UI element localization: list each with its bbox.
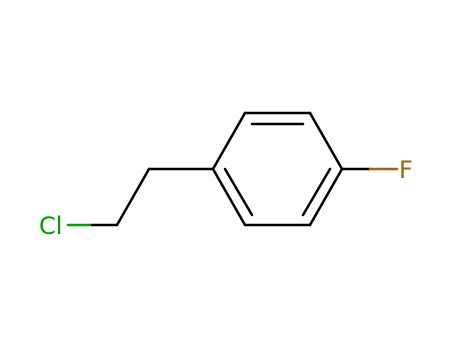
bond-c1-c2 — [115, 167, 151, 227]
ring-double-bond-right — [301, 167, 332, 217]
fluorine-atom-label: F — [399, 156, 413, 184]
ring-bond-3 — [308, 111, 344, 171]
ring-bond-4 — [308, 167, 344, 227]
chlorine-atom-label: Cl — [39, 212, 62, 240]
ring-bond-6 — [211, 167, 247, 227]
bond-group — [66, 111, 399, 227]
ring-bond-1 — [211, 111, 247, 171]
ring-double-bond-left — [223, 167, 254, 217]
